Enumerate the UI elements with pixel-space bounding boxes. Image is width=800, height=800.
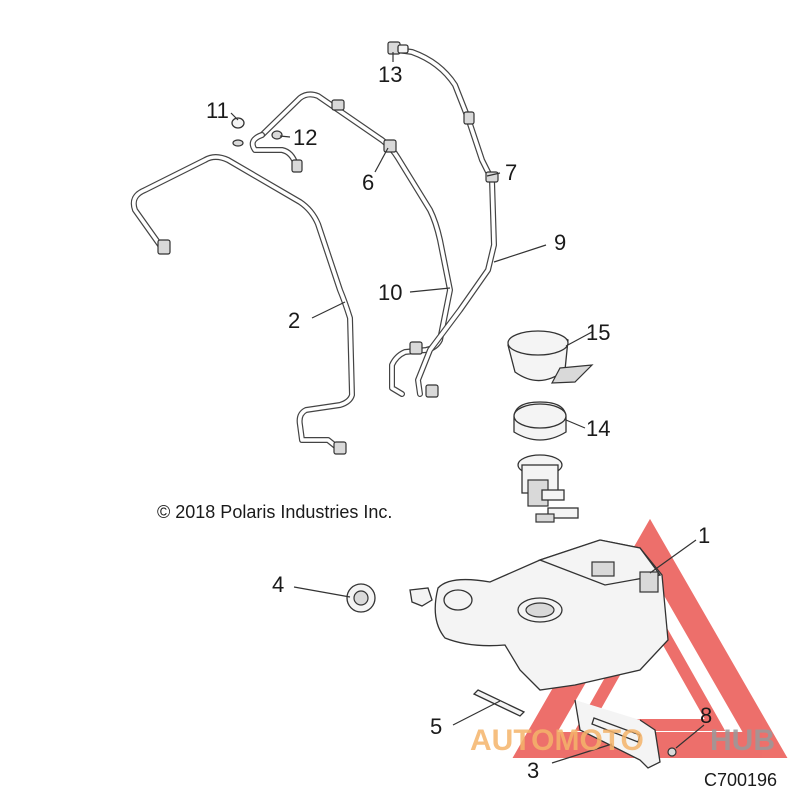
callout-12: 12 — [293, 125, 317, 150]
bolt-8 — [667, 747, 677, 757]
leader-lines — [230, 52, 705, 764]
vent-line-9 — [395, 47, 499, 397]
callout-10: 10 — [378, 280, 402, 305]
fuel-tank-1 — [434, 539, 669, 691]
fuel-pump-assembly — [517, 454, 579, 523]
callout-labels: 1 2 3 4 5 6 7 8 9 10 11 12 13 14 15 — [206, 62, 712, 783]
callout-3: 3 — [527, 758, 539, 783]
callout-2: 2 — [288, 308, 300, 333]
lock-ring-14 — [513, 401, 567, 441]
pump-cover-15 — [507, 330, 594, 384]
callout-6: 6 — [362, 170, 374, 195]
callout-9: 9 — [554, 230, 566, 255]
copyright-text: © 2018 Polaris Industries Inc. — [157, 502, 392, 522]
diagram-code: C700196 — [704, 770, 777, 790]
clamp-11 — [231, 117, 245, 147]
callout-8: 8 — [700, 703, 712, 728]
callout-1: 1 — [698, 523, 710, 548]
watermark-brand: AUTOMOTO HUB — [470, 724, 775, 757]
watermark-brand-part2: HUB — [710, 724, 775, 757]
vent-cap-13 — [387, 41, 409, 55]
fuel-cap-4 — [346, 583, 433, 613]
callout-11: 11 — [206, 98, 229, 123]
callout-4: 4 — [272, 572, 284, 597]
vent-line-10 — [249, 91, 453, 398]
callout-5: 5 — [430, 714, 442, 739]
callout-14: 14 — [586, 416, 610, 441]
callout-15: 15 — [586, 320, 610, 345]
fuel-line-2 — [130, 154, 355, 455]
callout-13: 13 — [378, 62, 402, 87]
clamp-12 — [271, 130, 283, 140]
watermark-brand-part1: AUTOMOTO — [470, 724, 644, 757]
strap-5 — [472, 689, 526, 717]
bracket-3 — [574, 699, 661, 769]
callout-7: 7 — [505, 160, 517, 185]
